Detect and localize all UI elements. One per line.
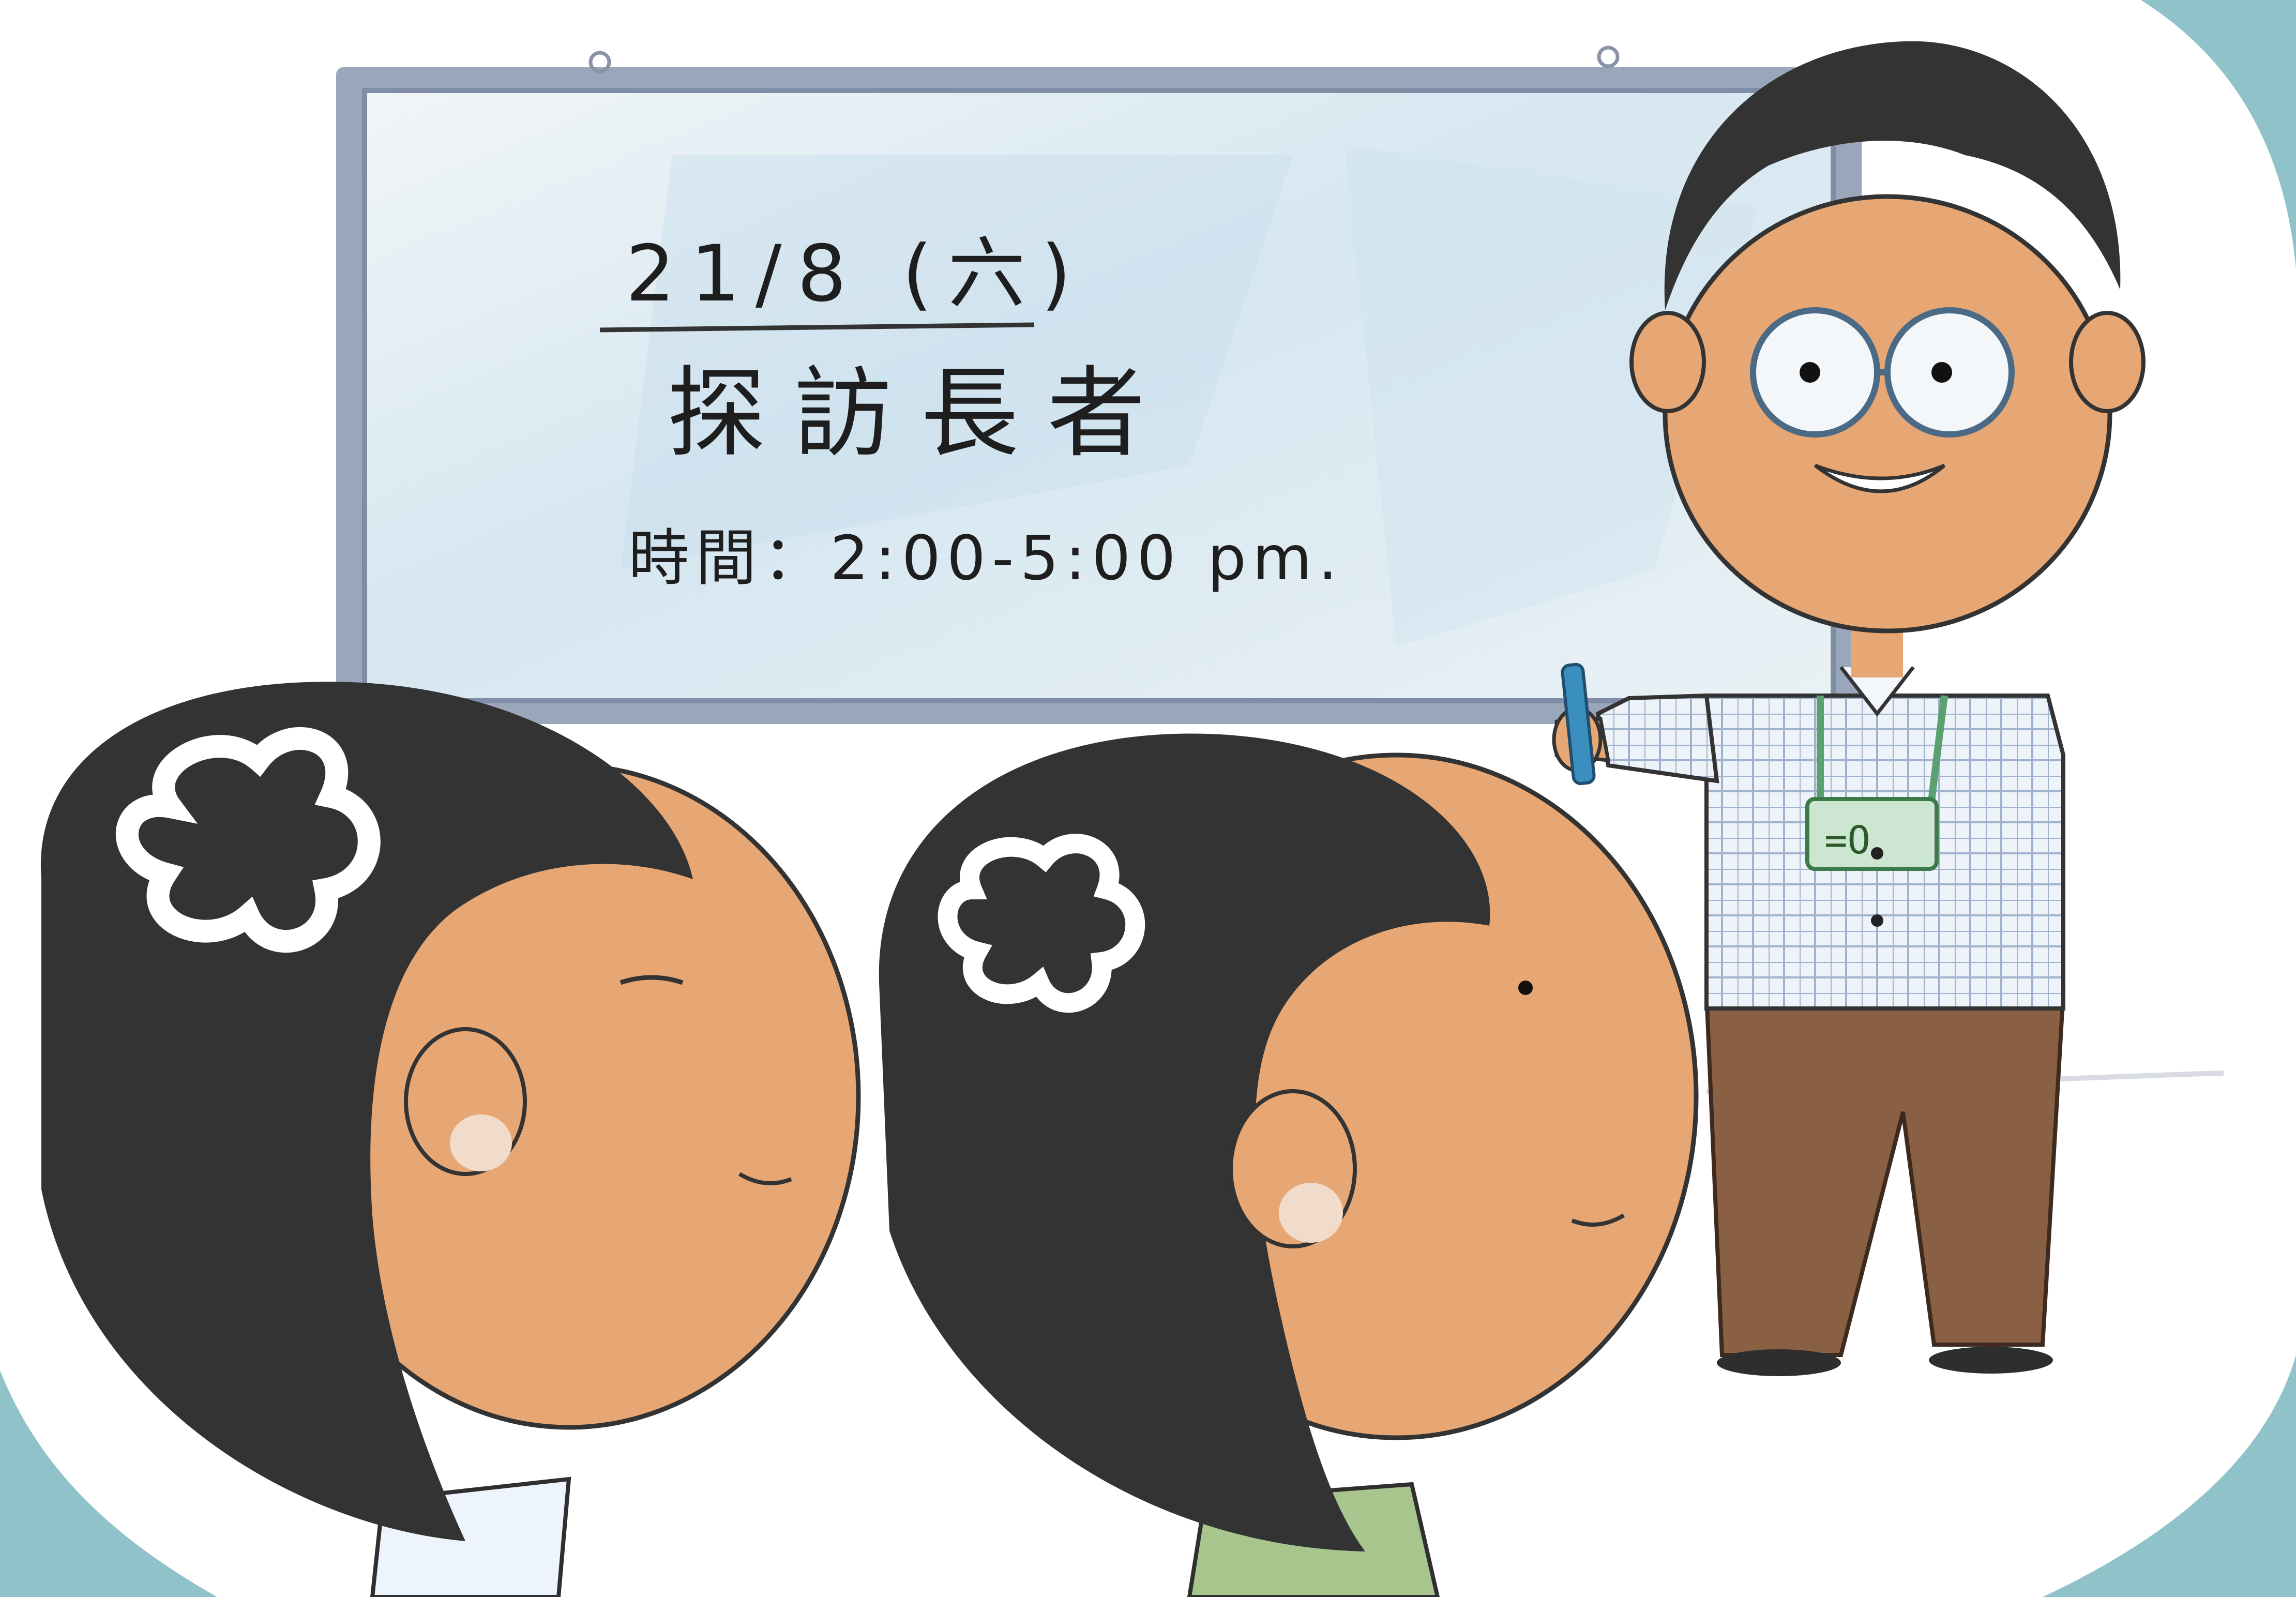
board-title: 探訪長者	[667, 356, 1174, 471]
board-time: 時間：2:00-5:00 pm.	[628, 522, 1344, 594]
frame-corner-bottom-left	[0, 1370, 217, 1597]
student-girl-illustration	[40, 682, 861, 1597]
student-boy-illustration	[879, 733, 1699, 1597]
id-badge-icon: =O	[1805, 797, 1939, 871]
board-date: 21/8 (六)	[626, 229, 1087, 319]
whiteboard-illustration	[336, 46, 1862, 724]
marker-pen-icon	[1561, 662, 1596, 786]
frame-corner-top-right	[2141, 0, 2296, 269]
teacher-illustration: =O	[1552, 41, 2146, 1376]
badge-label: =O	[1824, 818, 1870, 863]
frame-corner-bottom-right	[2043, 1355, 2296, 1597]
